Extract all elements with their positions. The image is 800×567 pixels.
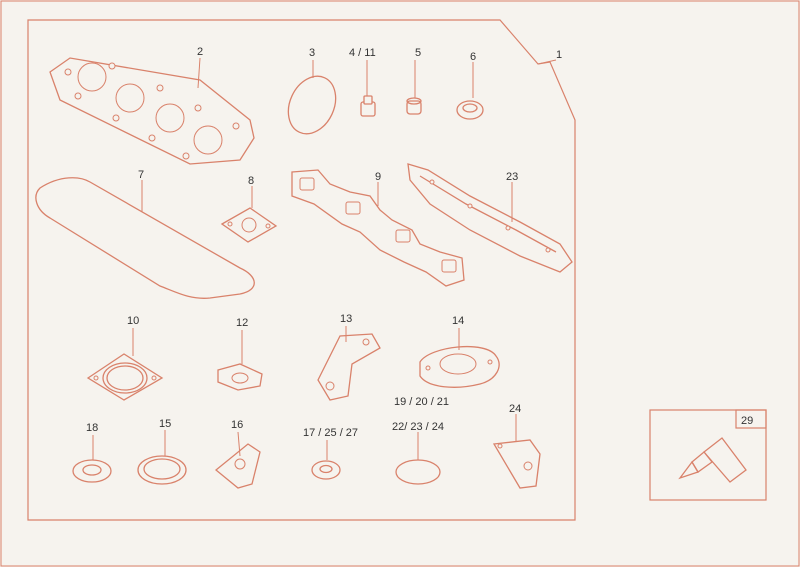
part-3-o-ring[interactable] — [279, 69, 344, 142]
part-15-large-seal[interactable] — [137, 455, 187, 485]
part-12-small-gasket[interactable] — [217, 363, 263, 391]
callout-10: 10 — [127, 315, 139, 327]
part-5-seal[interactable] — [406, 97, 422, 115]
part-6-oil-seal[interactable] — [456, 100, 484, 120]
part-24-cover-gasket[interactable] — [492, 439, 541, 489]
callout-29: 29 — [741, 415, 753, 427]
callout-15: 15 — [159, 418, 171, 430]
part-4-11-valve-seal[interactable] — [360, 95, 376, 117]
callout-1: 1 — [556, 49, 562, 61]
callout-18: 18 — [86, 422, 98, 434]
part-9-manifold-gasket[interactable] — [291, 169, 465, 287]
callout-2: 2 — [197, 46, 203, 58]
callout-4-11: 4 / 11 — [349, 47, 376, 59]
callout-23: 23 — [506, 171, 518, 183]
part-29-sealant-box[interactable] — [649, 409, 767, 501]
callout-3: 3 — [309, 47, 315, 59]
part-22-23-24-o-ring[interactable] — [395, 459, 441, 485]
part-10-ring-gasket[interactable] — [86, 353, 164, 401]
callout-17-25-27: 17 / 25 / 27 — [303, 427, 358, 439]
callout-5: 5 — [415, 47, 421, 59]
sealant-tube-icon — [678, 437, 747, 483]
part-16-tri-gasket[interactable] — [214, 443, 261, 489]
callout-6: 6 — [470, 51, 476, 63]
part-17-25-27-washer[interactable] — [311, 460, 341, 480]
callout-19-20-21: 19 / 20 / 21 — [394, 396, 449, 408]
part-14-oval-gasket[interactable] — [419, 345, 500, 388]
callout-8: 8 — [248, 175, 254, 187]
part-18-washer[interactable] — [72, 459, 112, 483]
callout-24: 24 — [509, 403, 521, 415]
callout-9: 9 — [375, 171, 381, 183]
callout-22-23-24: 22/ 23 / 24 — [392, 421, 444, 433]
kit-frame — [27, 19, 576, 521]
callout-12: 12 — [236, 317, 248, 329]
part-7-cover-gasket[interactable] — [35, 177, 255, 299]
callout-16: 16 — [231, 419, 243, 431]
part-8-flange-gasket[interactable] — [220, 207, 278, 243]
part-23-exhaust-gasket[interactable] — [407, 163, 573, 273]
callout-14: 14 — [452, 315, 464, 327]
part-13-bracket-gasket[interactable] — [317, 333, 381, 401]
callout-13: 13 — [340, 313, 352, 325]
callout-7: 7 — [138, 169, 144, 181]
part-2-head-gasket[interactable] — [49, 57, 255, 165]
